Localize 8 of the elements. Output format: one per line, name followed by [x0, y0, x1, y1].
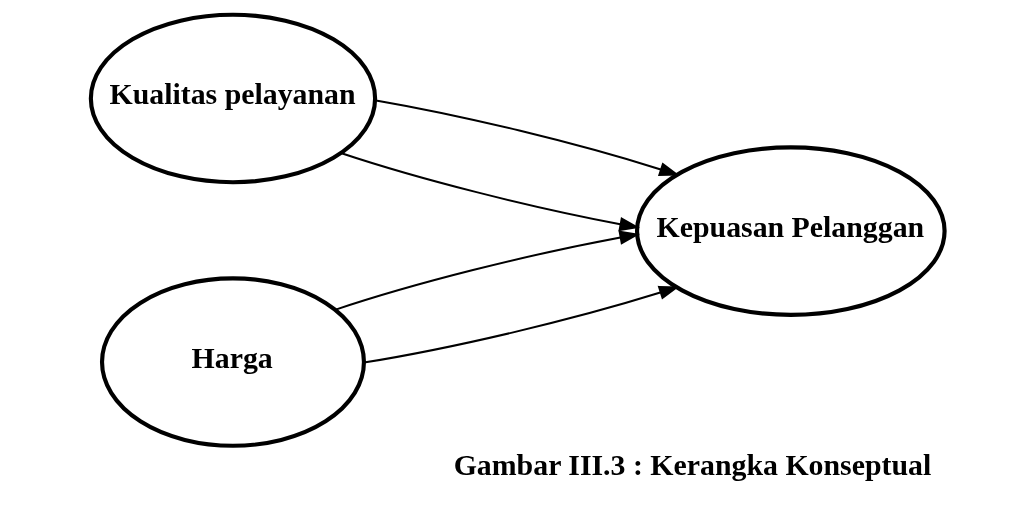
node-ellipse: Kepuasan Pelanggan	[634, 145, 947, 317]
arrow	[362, 285, 679, 364]
arrow	[374, 99, 680, 177]
arrow	[334, 230, 640, 311]
arrow	[340, 152, 640, 232]
caption: Gambar III.3 : Kerangka Konseptual	[453, 447, 931, 481]
node-ellipse: Harga	[99, 276, 366, 448]
node-ellipse: Kualitas pelayanan	[88, 12, 377, 185]
